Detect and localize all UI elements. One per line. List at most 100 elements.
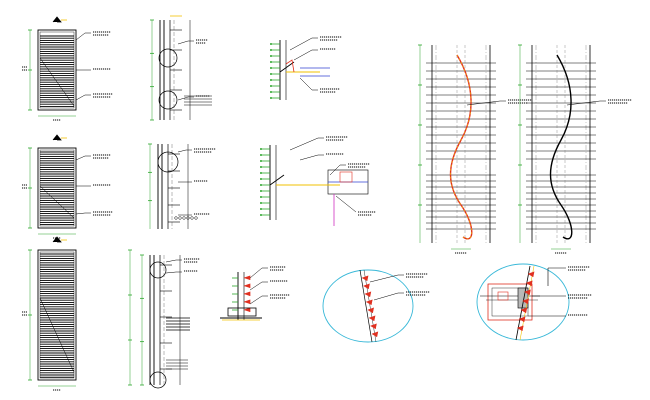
drawing-polyline [371, 331, 379, 338]
drawing-polyline [52, 236, 62, 243]
drawing-rect [39, 149, 75, 227]
detail-circle [178, 216, 182, 220]
drawing-polyline [243, 291, 251, 296]
stud-marker [270, 73, 272, 75]
drawing-polyline [285, 59, 295, 73]
louver-elevation-3 [22, 236, 77, 391]
detail-circle [194, 216, 198, 220]
detail-circle [149, 371, 167, 389]
drawing-line [75, 155, 86, 161]
stud-marker [260, 196, 262, 198]
detail-circle [174, 216, 178, 220]
detail-circle [186, 216, 190, 220]
drawing-line [249, 295, 263, 305]
drawing-line [289, 37, 313, 51]
drawing-polyline [526, 280, 533, 287]
drawing-line [39, 297, 75, 373]
louver-section-3-rails [128, 249, 190, 386]
drawing-line [369, 274, 399, 283]
drawing-polyline [370, 323, 377, 330]
stud-marker [270, 55, 272, 57]
drawing-rect [487, 283, 533, 321]
drawing-line [293, 49, 313, 61]
drawing-polyline [517, 325, 524, 332]
stud-marker [270, 97, 272, 99]
stud-marker [260, 178, 262, 180]
louver-section-1 [150, 19, 210, 121]
detail-circle [190, 216, 194, 220]
stud-marker [260, 214, 262, 216]
louver-section-3 [140, 254, 200, 389]
stud-marker [260, 166, 262, 168]
enlarged-circle-detail-1 [322, 269, 430, 343]
drawing-line [335, 195, 357, 213]
drawing-polyline [52, 134, 62, 141]
detail-circle [158, 48, 178, 68]
louver-section-2 [148, 143, 216, 229]
drawing-polyline [522, 298, 529, 305]
drawing-line [177, 96, 189, 101]
drawing-polyline [363, 283, 370, 290]
drawing-rect [37, 249, 77, 381]
wave-facade-section-2 [518, 44, 632, 254]
drawing-path [549, 54, 573, 240]
stud-marker [260, 154, 262, 156]
drawing-rect [497, 291, 509, 301]
stud-marker [260, 208, 262, 210]
drawing-line [279, 61, 295, 73]
drawing-line [39, 57, 75, 107]
stud-marker [270, 61, 272, 63]
enlarged-circle-detail-2 [476, 263, 592, 341]
drawing-line [165, 271, 177, 274]
drawing-polyline [243, 299, 251, 304]
drawing-line [249, 267, 263, 279]
drawing-polyline [364, 291, 372, 298]
drawing-polyline [243, 283, 251, 288]
drawing-line [165, 259, 177, 263]
drawing-line [75, 94, 86, 101]
drawing-polyline [518, 316, 526, 323]
drawing-polyline [520, 307, 528, 314]
stud-marker [270, 79, 272, 81]
stud-marker [260, 172, 262, 174]
detail-circle [149, 261, 167, 279]
louver-section-2-bolts [174, 216, 198, 220]
drawing-polyline [243, 275, 251, 280]
drawing-polyline [367, 307, 374, 314]
drawing-polyline [524, 289, 531, 296]
drawing-polyline [366, 299, 373, 306]
louver-section-1-rail [170, 15, 212, 106]
drawing-line [299, 154, 319, 161]
detail-ellipse [476, 263, 570, 341]
detail-circle [158, 90, 178, 110]
louver-elevation-1 [22, 16, 77, 121]
drawing-rect [39, 251, 75, 379]
drawing-polyline [368, 315, 376, 322]
stud-marker [270, 49, 272, 51]
stud-marker [270, 67, 272, 69]
stud-marker [260, 184, 262, 186]
drawing-line [269, 174, 285, 186]
connection-detail-2 [260, 136, 376, 226]
drawing-line [177, 40, 189, 45]
drawing-line [566, 100, 601, 106]
wave-facade-section-1 [418, 44, 532, 254]
stud-marker [270, 43, 272, 45]
drawing-polyline [527, 271, 535, 278]
detail-circle [182, 216, 186, 220]
louver-elevation-2 [22, 134, 77, 239]
stud-marker [270, 91, 272, 93]
drawing-line [75, 212, 86, 215]
drawing-line [75, 32, 86, 41]
detail-ellipse [322, 269, 414, 343]
stud-marker [260, 148, 262, 150]
drawing-rect [227, 307, 257, 317]
drawing-path [450, 54, 473, 240]
stud-marker [260, 160, 262, 162]
stud-marker [260, 202, 262, 204]
connection-detail-1 [270, 36, 342, 100]
drawing-rect [39, 31, 75, 109]
drawing-line [363, 269, 377, 343]
drawing-polyline [52, 16, 62, 23]
